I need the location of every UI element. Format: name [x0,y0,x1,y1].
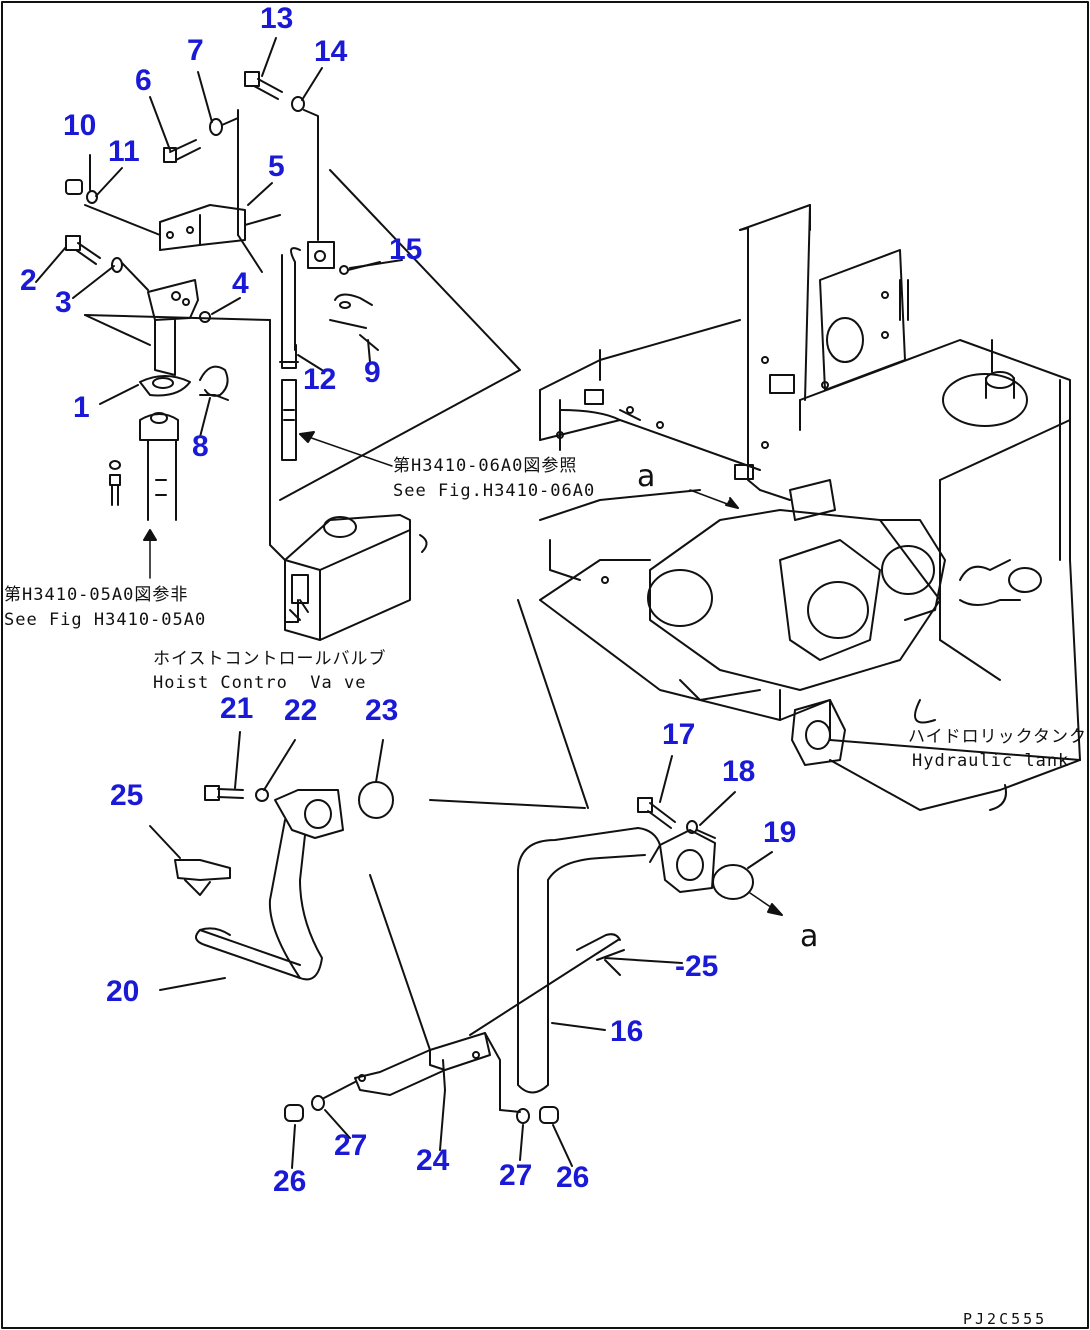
hydraulic-tank [539,204,1081,811]
callout-11: 11 [108,135,140,168]
callout-26-left: 26 [273,1165,307,1198]
callout-4: 4 [232,267,249,300]
reference-note-06a0-jp: 第H3410-06A0図参照 [393,456,578,476]
callout-7: 7 [187,34,204,67]
callout-6: 6 [135,64,152,97]
callout-5: 5 [268,150,285,183]
pipe-20 [174,781,394,981]
hydraulic-tank-label-jp: ハイドロリックタンク [908,727,1087,747]
hoist-control-valve [269,319,428,641]
callout-8: 8 [192,430,209,463]
callout-15: 15 [389,233,423,266]
callout-19: 19 [763,816,797,849]
callout-17: 17 [662,718,696,751]
callout-23: 23 [365,694,399,727]
bracket-assembly [65,71,381,579]
callout-27-right: 27 [499,1159,533,1192]
callout-12: 12 [303,363,337,396]
hydraulic-tank-label-en: Hydraulic lank [912,751,1070,771]
callout-25-top: 25 [110,779,144,812]
callout-3: 3 [55,286,72,319]
reference-note-05a0-en: See Fig H3410-05A0 [4,610,207,630]
callout-21: 21 [220,692,254,725]
hoist-valve-label-en: Hoist Contro Va ve [153,673,367,693]
hoist-valve-label-jp: ホイストコントロールバルブ [153,649,387,669]
callout-14: 14 [314,35,348,68]
callout-26-right: 26 [556,1161,590,1194]
callout-25-right: -25 [675,950,719,983]
view-letter-a-top: a [637,459,656,494]
callout-13: 13 [260,2,294,35]
pipe-16 [517,797,783,1094]
callout-16: 16 [610,1015,644,1048]
callout-10: 10 [63,109,97,142]
callout-22: 22 [284,694,318,727]
reference-note-05a0-jp: 第H3410-05A0図参非 [4,585,189,605]
drawing-code: PJ2C555 [963,1310,1048,1328]
view-letter-a-bottom: a [800,919,819,954]
reference-note-06a0-en: See Fig.H3410-06A0 [393,481,596,501]
callout-18: 18 [722,755,756,788]
callout-1: 1 [73,391,90,424]
callout-27-left: 27 [334,1129,368,1162]
callout-9: 9 [364,356,381,389]
callout-24: 24 [416,1144,450,1177]
callout-2: 2 [20,264,37,297]
bracket-24 [284,874,619,1124]
callout-20: 20 [106,975,140,1008]
